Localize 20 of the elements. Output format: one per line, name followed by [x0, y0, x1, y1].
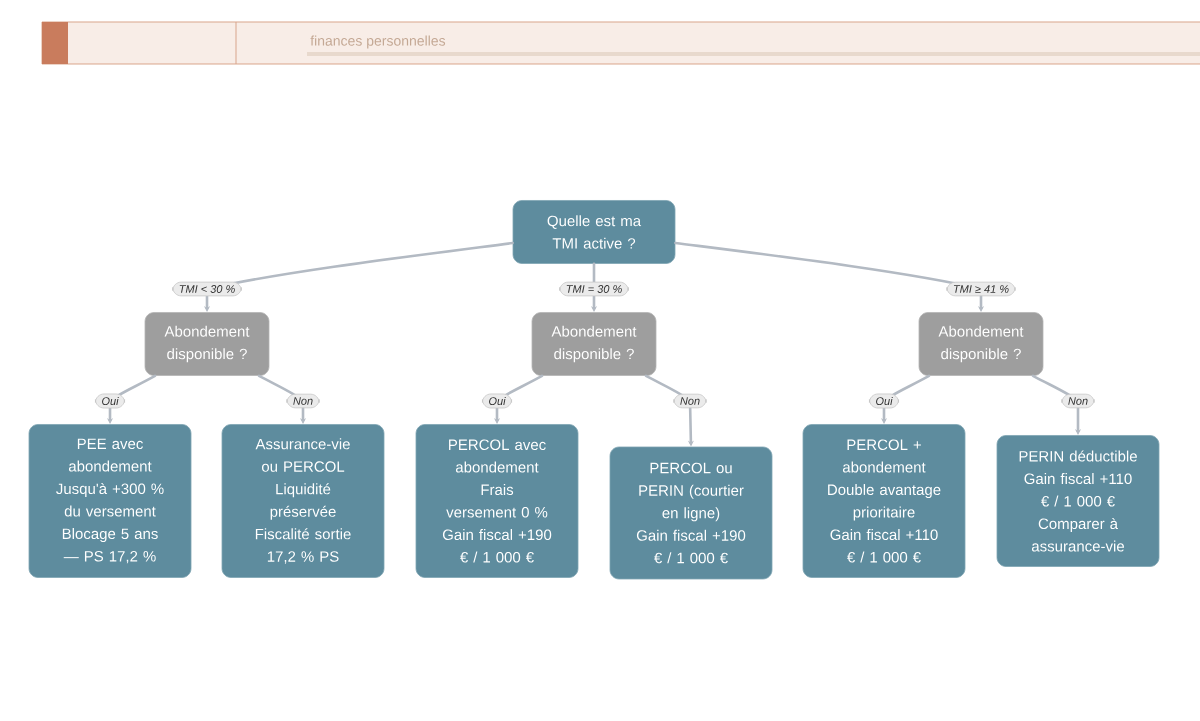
decision-box: Abondement disponible ? [144, 312, 270, 376]
edge-label: Non [1061, 393, 1095, 409]
decision-box: Abondement disponible ? [918, 312, 1044, 376]
result-box: PERCOL avec abondement Frais versement 0 % Gain fiscal +190 € / 1 000 € [415, 424, 579, 578]
edge-label: Oui [95, 393, 125, 409]
result-box: PERIN déductible Gain fiscal +110 € / 1 000 € Comparer à assurance-vie [996, 435, 1160, 567]
result-box: PERCOL ou PERIN (courtier en ligne) Gain fiscal +190 € / 1 000 € [609, 446, 773, 580]
edge-label: Non [673, 393, 707, 409]
result-box: PERCOL + abondement Double avantage prioritaire Gain fiscal +110 € / 1 000 € [802, 424, 966, 578]
result-box: Assurance-vie ou PERCOL Liquidité préservée Fiscalité sortie 17,2 % PS [221, 424, 385, 578]
decision-box: Abondement disponible ? [531, 312, 657, 376]
edge-label: Non [286, 393, 320, 409]
edge-label: Oui [869, 393, 899, 409]
result-box: PEE avec abondement Jusqu'à +300 % du versement Blocage 5 ans — PS 17,2 % [28, 424, 192, 578]
tagline: finances personnelles [310, 35, 446, 49]
question-box: Quelle est ma TMI active ? [512, 200, 676, 264]
edge-label: TMI = 30 % [559, 281, 629, 297]
edge-label: TMI < 30 % [172, 281, 242, 297]
edge-label: TMI ≥ 41 % [946, 281, 1016, 297]
edge-label: Oui [482, 393, 512, 409]
